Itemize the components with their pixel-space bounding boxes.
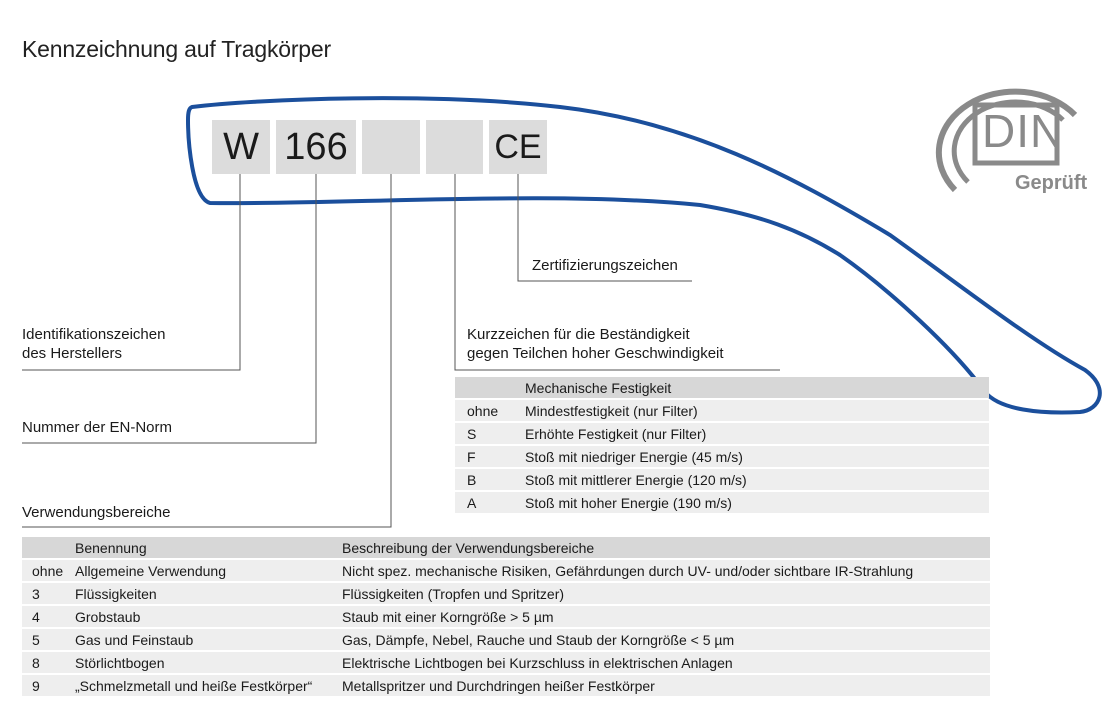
ce-mark: CE [494, 127, 542, 166]
marking-usage-box [362, 120, 420, 174]
table-row: A Stoß mit hoher Energie (190 m/s) [455, 492, 989, 513]
leader-resistance [454, 174, 780, 371]
leader-manufacturer [22, 174, 241, 371]
callout-usage: Verwendungsbereiche [22, 504, 171, 521]
table-header-row: Mechanische Festigkeit [455, 377, 989, 398]
din-logo-outer-arc [935, 88, 1078, 193]
table-row: ohne Allgemeine Verwendung Nicht spez. m… [22, 560, 990, 581]
table-row: 9 „Schmelzmetall und heiße Festkörper“ M… [22, 675, 990, 696]
strength-table: Mechanische Festigkeit ohne Mindestfesti… [455, 375, 989, 515]
table-row: 4 Grobstaub Staub mit einer Korngröße > … [22, 606, 990, 627]
din-logo-box [972, 102, 1060, 166]
table-row: 3 Flüssigkeiten Flüssigkeiten (Tropfen u… [22, 583, 990, 604]
callout-certification: Zertifizierungszeichen [532, 257, 678, 274]
marking-manufacturer-box: W [212, 120, 270, 174]
spectacle-frame-outline [185, 96, 1102, 415]
marking-manufacturer: W [223, 125, 259, 168]
callout-norm: Nummer der EN-Norm [22, 419, 173, 436]
din-gepruft-logo [935, 88, 1078, 193]
leader-usage [22, 174, 392, 528]
table-row: F Stoß mit niedriger Energie (45 m/s) [455, 446, 989, 467]
table-row: 8 Störlichtbogen Elektrische Lichtbogen … [22, 652, 990, 673]
usage-table: Benennung Beschreibung der Verwendungsbe… [22, 535, 990, 698]
din-logo-text: DIN [982, 105, 1065, 157]
marking-certification-box: CE [489, 120, 547, 174]
table-header-row: Benennung Beschreibung der Verwendungsbe… [22, 537, 990, 558]
table-row: ohne Mindestfestigkeit (nur Filter) [455, 400, 989, 421]
din-logo-subtext: Geprüft [1015, 172, 1088, 194]
marking-resistance-box [426, 120, 483, 174]
page-title: Kennzeichnung auf Tragkörper [22, 36, 331, 62]
leader-certification [517, 174, 692, 282]
marking-norm-box: 166 [276, 120, 356, 174]
callout-manufacturer: Identifikationszeichen des Herstellers [22, 326, 166, 362]
table-row: S Erhöhte Festigkeit (nur Filter) [455, 423, 989, 444]
table-row: 5 Gas und Feinstaub Gas, Dämpfe, Nebel, … [22, 629, 990, 650]
marking-norm-number: 166 [284, 125, 348, 168]
callout-resistance: Kurzzeichen für die Beständigkeit gegen … [467, 326, 724, 362]
leader-norm [22, 174, 317, 444]
table-row: B Stoß mit mittlerer Energie (120 m/s) [455, 469, 989, 490]
